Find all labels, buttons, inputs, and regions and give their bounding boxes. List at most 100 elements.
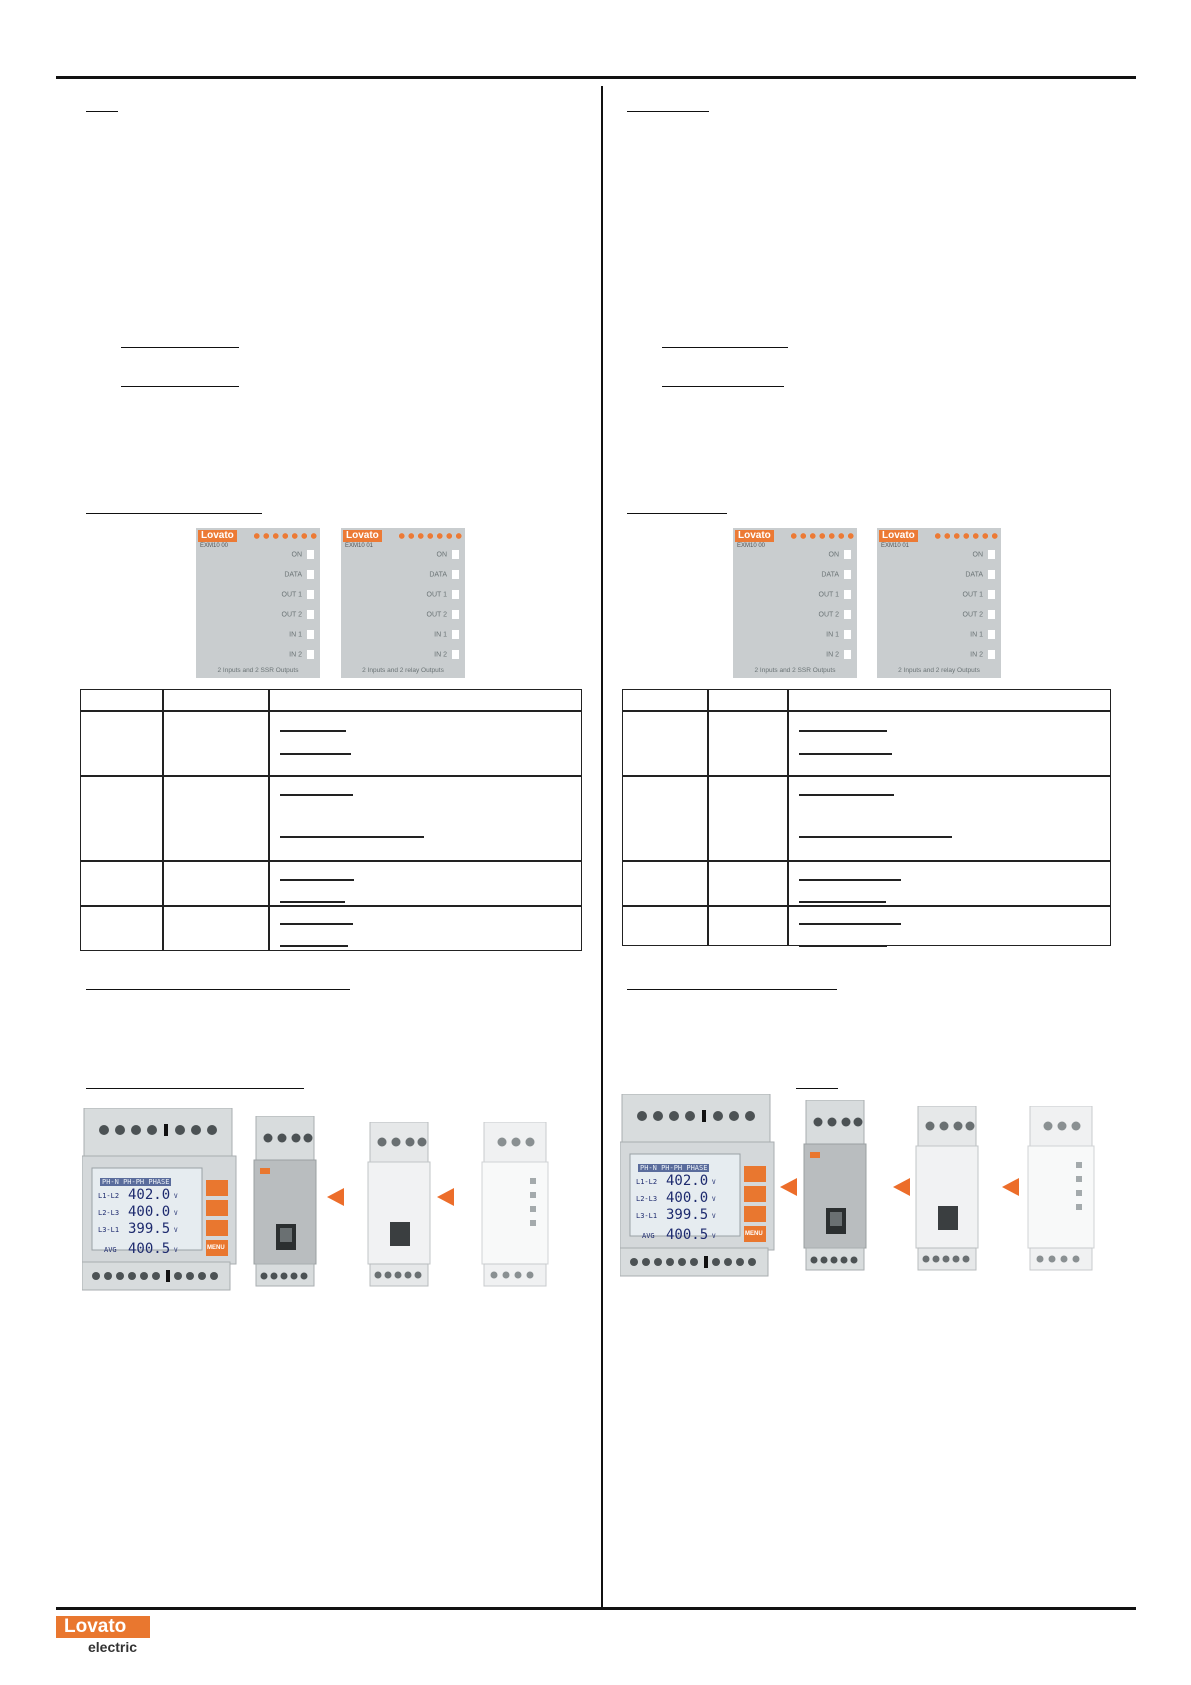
panel-caption: 2 Inputs and 2 relay Outputs xyxy=(898,667,980,674)
led-panel-relay-right: Lovato EXM10 01 ON DATA OUT 1 OUT 2 IN 1… xyxy=(877,528,1001,678)
led-indicator xyxy=(307,650,314,659)
led-indicator xyxy=(844,550,851,559)
led-indicator xyxy=(307,590,314,599)
lcd-row-value: 400.0 xyxy=(128,1204,171,1220)
lcd-row-value: 400.0 xyxy=(666,1190,709,1206)
lcd-row-value: 400.5 xyxy=(128,1241,171,1257)
lcd-row-unit: V xyxy=(174,1227,178,1234)
led-indicator xyxy=(988,630,995,639)
lovato-logo: Lovato xyxy=(198,530,237,542)
lcd-row-value: 402.0 xyxy=(666,1173,709,1189)
panel-caption: 2 Inputs and 2 SSR Outputs xyxy=(754,667,836,674)
lcd-row-unit: V xyxy=(712,1213,716,1220)
lcd-row-label: L3-L1 xyxy=(636,1212,658,1220)
led-panel-relay-left: Lovato EXM10 01 ON DATA OUT 1 OUT 2 IN 1… xyxy=(341,528,465,678)
led-label: IN 1 xyxy=(826,631,839,639)
panel-caption: 2 Inputs and 2 relay Outputs xyxy=(362,667,444,674)
footer-logo: Lovato electric xyxy=(56,1616,150,1655)
led-indicator xyxy=(452,570,459,579)
expansion-module-illustration xyxy=(253,1116,317,1287)
led-label: IN 2 xyxy=(826,651,839,659)
expansion-module-illustration xyxy=(915,1106,979,1271)
led-label: OUT 2 xyxy=(818,611,840,619)
panel-caption: 2 Inputs and 2 SSR Outputs xyxy=(217,667,299,674)
column-divider xyxy=(601,86,603,1608)
led-label: OUT 2 xyxy=(962,611,984,619)
led-table-left xyxy=(80,689,582,951)
lcd-header: PH-N PH-PH PHASE xyxy=(638,1164,710,1172)
led-indicator xyxy=(307,550,314,559)
led-indicator xyxy=(988,590,995,599)
led-indicator xyxy=(452,610,459,619)
led-label: OUT 1 xyxy=(818,591,840,599)
led-label: ON xyxy=(436,551,448,559)
expansion-module-illustration xyxy=(367,1122,431,1287)
panel-model: EXM10 00 xyxy=(737,543,766,549)
bottom-rule xyxy=(56,1607,1136,1610)
led-label: OUT 1 xyxy=(281,591,303,599)
meter-illustration xyxy=(82,1108,237,1291)
led-indicator xyxy=(988,570,995,579)
lcd-row-unit: V xyxy=(174,1210,178,1217)
led-label: OUT 1 xyxy=(426,591,448,599)
menu-button: MENU xyxy=(207,1245,225,1251)
led-dots xyxy=(252,532,318,540)
lcd-row-label: AVG xyxy=(642,1232,655,1240)
expansion-module-illustration xyxy=(1027,1106,1095,1271)
lovato-logo: Lovato xyxy=(343,530,382,542)
led-label: DATA xyxy=(821,571,839,579)
device-row-left: PH-N PH-PH PHASE L1-L2 402.0 V L2-L3 400… xyxy=(82,1108,588,1298)
led-indicator xyxy=(307,630,314,639)
led-label: IN 2 xyxy=(970,651,983,659)
menu-button: MENU xyxy=(745,1231,763,1237)
panel-model: EXM10 01 xyxy=(881,543,910,549)
arrow-left-icon xyxy=(1002,1178,1019,1196)
expansion-module-illustration xyxy=(803,1100,867,1271)
arrow-left-icon xyxy=(893,1178,910,1196)
lcd-row-unit: V xyxy=(174,1247,178,1254)
led-indicator xyxy=(452,630,459,639)
lcd-header: PH-N PH-PH PHASE xyxy=(100,1178,172,1186)
lcd-row-label: AVG xyxy=(104,1246,117,1254)
lcd-row-unit: V xyxy=(712,1196,716,1203)
lcd-row-unit: V xyxy=(712,1233,716,1240)
led-indicator xyxy=(452,550,459,559)
arrow-left-icon xyxy=(780,1178,797,1196)
led-indicator xyxy=(844,570,851,579)
led-indicator xyxy=(988,650,995,659)
lcd-row-label: L2-L3 xyxy=(636,1195,658,1203)
led-dots xyxy=(789,532,855,540)
panel-model: EXM10 01 xyxy=(345,543,374,549)
led-panel-ssr-right: Lovato EXM10 00 ON DATA OUT 1 OUT 2 IN 1… xyxy=(733,528,857,678)
device-row-right: PH-N PH-PH PHASE L1-L2 402.0 V L2-L3 400… xyxy=(620,1094,1106,1284)
led-label: ON xyxy=(828,551,840,559)
led-indicator xyxy=(844,650,851,659)
led-indicator xyxy=(452,650,459,659)
led-label: IN 1 xyxy=(970,631,983,639)
led-indicator xyxy=(844,610,851,619)
led-indicator xyxy=(307,570,314,579)
lcd-row-value: 399.5 xyxy=(128,1221,171,1237)
top-rule xyxy=(56,76,1136,79)
led-label: IN 1 xyxy=(434,631,447,639)
arrow-left-icon xyxy=(327,1188,344,1206)
footer-brand: Lovato xyxy=(56,1616,150,1638)
led-label: ON xyxy=(291,551,303,559)
lovato-logo: Lovato xyxy=(879,530,918,542)
led-dots xyxy=(933,532,999,540)
led-indicator xyxy=(307,610,314,619)
lcd-row-label: L1-L2 xyxy=(98,1192,120,1200)
expansion-module-illustration xyxy=(481,1122,549,1287)
lcd-row-label: L3-L1 xyxy=(98,1226,120,1234)
led-label: DATA xyxy=(284,571,302,579)
led-label: DATA xyxy=(965,571,983,579)
lcd-row-label: L2-L3 xyxy=(98,1209,120,1217)
lovato-logo: Lovato xyxy=(735,530,774,542)
led-panel-ssr-left: Lovato EXM10 00 ON DATA OUT 1 OUT 2 IN 1… xyxy=(196,528,320,678)
led-label: OUT 2 xyxy=(281,611,303,619)
led-label: OUT 1 xyxy=(962,591,984,599)
led-label: ON xyxy=(972,551,984,559)
led-indicator xyxy=(988,550,995,559)
led-indicator xyxy=(844,630,851,639)
arrow-left-icon xyxy=(437,1188,454,1206)
